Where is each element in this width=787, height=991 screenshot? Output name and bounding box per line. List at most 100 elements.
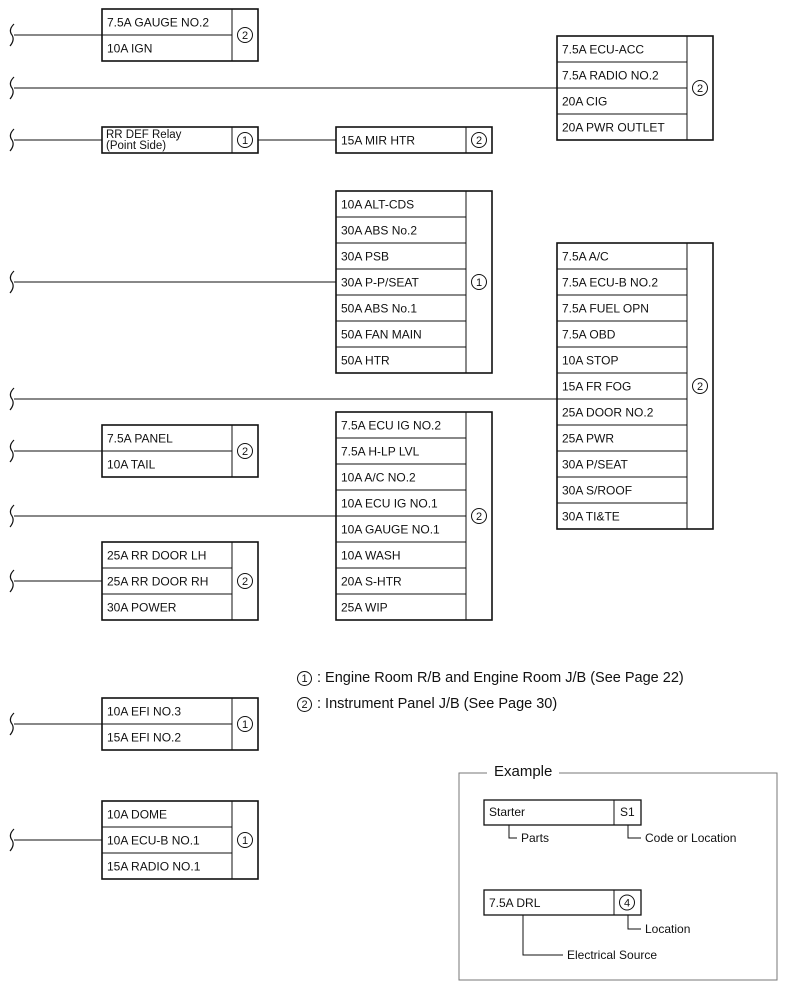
- example-location-circle: [619, 894, 635, 911]
- fuse-label: 7.5A ECU IG NO.2: [341, 419, 441, 433]
- example-location-leader: [627, 915, 641, 930]
- fuse-label: 7.5A H-LP LVL: [341, 445, 420, 459]
- location-code: 1: [476, 277, 482, 289]
- fuse-label: 10A STOP: [562, 354, 618, 368]
- example-location-label: Location: [645, 922, 691, 936]
- fuse-label: 10A ALT-CDS: [341, 198, 414, 212]
- location-code-circle: [237, 716, 253, 732]
- legend-row-1: 1 : Engine Room R/B and Engine Room J/B …: [297, 670, 684, 686]
- location-code-circle: [237, 27, 253, 43]
- wire-break-icon: [9, 828, 15, 852]
- location-code: 2: [476, 511, 482, 523]
- location-code-circle: [692, 378, 708, 394]
- example-source-label: Electrical Source: [567, 948, 658, 962]
- fuse-label: 10A ECU-B NO.1: [107, 834, 200, 848]
- fuse-label: 30A POWER: [107, 601, 177, 615]
- wire-break-icon: [9, 439, 15, 463]
- fuse-label: 50A FAN MAIN: [341, 328, 422, 342]
- location-code: 2: [697, 381, 703, 393]
- location-code-circle: [237, 573, 253, 589]
- fuse-label: 7.5A PANEL: [107, 432, 173, 446]
- fuse-label: 25A DOOR NO.2: [562, 406, 654, 420]
- wire-break-icon: [9, 270, 15, 294]
- fuse-label: 7.5A OBD: [562, 328, 616, 342]
- location-code: 2: [476, 135, 482, 147]
- fuse-label: 10A WASH: [341, 549, 401, 563]
- fuse-label: 7.5A GAUGE NO.2: [107, 16, 209, 30]
- location-code-circle: [471, 508, 487, 524]
- fuse-label: 20A CIG: [562, 95, 607, 109]
- legend-text: : Instrument Panel J/B (See Page 30): [317, 696, 558, 712]
- fuse-label: 30A TI&TE: [562, 510, 620, 524]
- location-code-circle: [237, 132, 253, 148]
- fuse-label: 15A EFI NO.2: [107, 731, 181, 745]
- location-code-circle: [237, 443, 253, 459]
- legend-row-2: 2 : Instrument Panel J/B (See Page 30): [297, 696, 557, 712]
- fuse-label: 15A MIR HTR: [341, 134, 415, 148]
- fuse-label: 10A ECU IG NO.1: [341, 497, 438, 511]
- fuse-label: 25A PWR: [562, 432, 614, 446]
- example-source-box: [483, 889, 642, 916]
- legend-text: : Engine Room R/B and Engine Room J/B (S…: [317, 670, 684, 686]
- fuse-label: 7.5A FUEL OPN: [562, 302, 649, 316]
- wire-break-icon: [9, 23, 15, 47]
- example-part-box: [483, 799, 642, 826]
- location-code-circle: [692, 80, 708, 96]
- example-part-code: S1: [620, 805, 635, 819]
- example-part-name: Starter: [489, 805, 526, 819]
- fuse-label: 25A RR DOOR RH: [107, 575, 208, 589]
- wire-break-icon: [9, 387, 15, 411]
- fuse-label: 15A RADIO NO.1: [107, 860, 201, 874]
- location-code-circle: [471, 132, 487, 148]
- fuse-label: 30A P-P/SEAT: [341, 276, 419, 290]
- wire-break-icon: [9, 76, 15, 100]
- example-source-name: 7.5A DRL: [489, 896, 541, 910]
- fuse-label: 30A P/SEAT: [562, 458, 628, 472]
- example-code-leader: [627, 825, 641, 839]
- example-parts-label: Parts: [521, 831, 550, 845]
- fuse-label: 7.5A ECU-B NO.2: [562, 276, 658, 290]
- wire-break-icon: [9, 504, 15, 528]
- location-code-circle: [471, 274, 487, 290]
- fuse-label: 7.5A ECU-ACC: [562, 43, 644, 57]
- location-code: 2: [242, 446, 248, 458]
- fuse-label: 25A RR DOOR LH: [107, 549, 206, 563]
- legend-code-circle: 2: [297, 696, 312, 712]
- wire-break-icon: [9, 569, 15, 593]
- example-location-code: 4: [624, 898, 630, 910]
- fuse-label: 25A WIP: [341, 601, 388, 615]
- fuse-label: RR DEF Relay: [106, 129, 182, 141]
- location-code: 2: [242, 30, 248, 42]
- fuse-label: 10A GAUGE NO.1: [341, 523, 440, 537]
- location-code: 1: [242, 719, 248, 731]
- example-frame: [458, 772, 778, 981]
- fuse-label: 50A HTR: [341, 354, 390, 368]
- fuse-label: 10A A/C NO.2: [341, 471, 416, 485]
- fuse-label: 20A PWR OUTLET: [562, 121, 665, 135]
- wire-break-icon: [9, 712, 15, 736]
- fuse-label: 7.5A A/C: [562, 250, 609, 264]
- legend-code-circle: 1: [297, 670, 312, 686]
- example-source-leader: [522, 915, 563, 956]
- fuse-label: 30A ABS No.2: [341, 224, 417, 238]
- location-code: 2: [242, 576, 248, 588]
- fuse-label: 20A S-HTR: [341, 575, 402, 589]
- location-code: 2: [697, 83, 703, 95]
- fuse-label: 15A FR FOG: [562, 380, 631, 394]
- location-code: 1: [242, 135, 248, 147]
- example-parts-leader: [508, 825, 517, 839]
- fuse-label: 10A DOME: [107, 808, 167, 822]
- fuse-label: 10A IGN: [107, 42, 152, 56]
- fuse-label: 50A ABS No.1: [341, 302, 417, 316]
- wire-break-icon: [9, 128, 15, 152]
- fuse-label: (Point Side): [106, 140, 166, 152]
- fuse-label: 30A S/ROOF: [562, 484, 632, 498]
- location-code-circle: [237, 832, 253, 848]
- fuse-label: 10A EFI NO.3: [107, 705, 181, 719]
- example-title: Example: [487, 763, 560, 780]
- example-code-label: Code or Location: [645, 831, 737, 845]
- fuse-label: 30A PSB: [341, 250, 389, 264]
- fuse-label: 7.5A RADIO NO.2: [562, 69, 659, 83]
- location-code: 1: [242, 835, 248, 847]
